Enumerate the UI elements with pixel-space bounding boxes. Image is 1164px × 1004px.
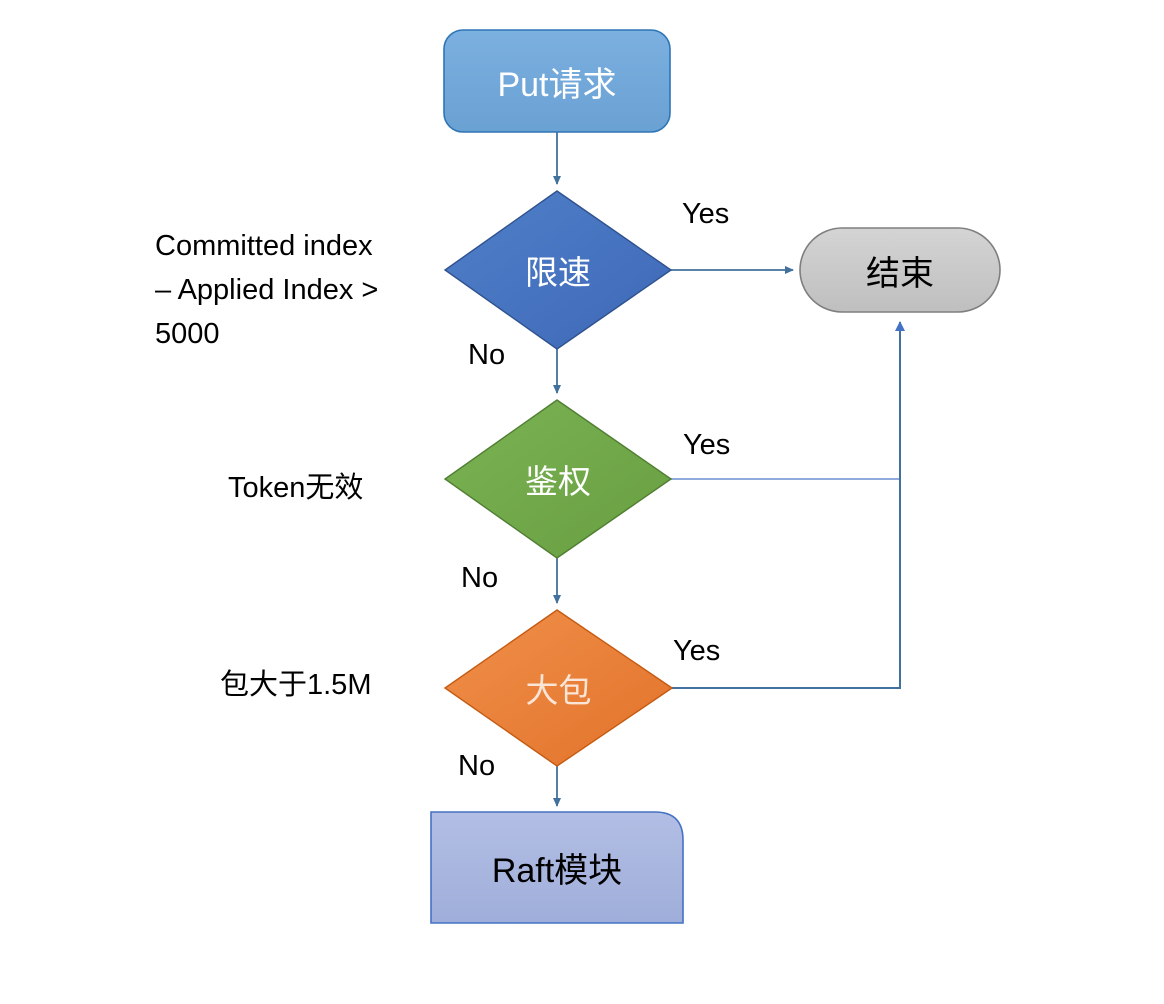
edge-label-rate-limit-no: No — [468, 339, 506, 371]
node-auth[interactable] — [443, 399, 673, 559]
auth-condition-label: Token无效 — [228, 472, 364, 504]
edge-label-big-packet-yes: Yes — [673, 635, 721, 667]
edge-label-rate-limit-yes: Yes — [682, 198, 730, 230]
edge-big-packet-yes-to-end — [672, 321, 905, 689]
edge-label-auth-yes: Yes — [683, 429, 731, 461]
edge-label-auth-no: No — [461, 562, 499, 594]
node-end[interactable] — [799, 227, 1001, 313]
rate-limit-condition-label: Committed index – Applied Index > 5000 — [155, 230, 379, 351]
big-packet-condition-label: 包大于1.5M — [220, 669, 372, 701]
node-start[interactable] — [443, 29, 671, 133]
node-rate-limit[interactable] — [443, 190, 673, 350]
edge-label-big-packet-no: No — [458, 750, 496, 782]
node-big-packet[interactable] — [443, 609, 674, 767]
node-raft[interactable] — [430, 811, 684, 924]
